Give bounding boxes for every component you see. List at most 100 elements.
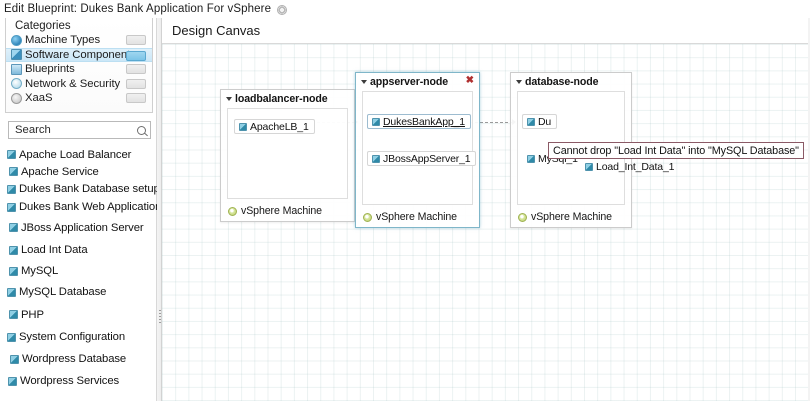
chevron-down-icon[interactable] bbox=[361, 79, 367, 84]
sidebar-item-xaas[interactable]: XaaS bbox=[6, 91, 152, 106]
sidebar-item-machine-types[interactable]: Machine Types bbox=[6, 33, 152, 48]
list-item[interactable]: Dukes Bank Database setup bbox=[0, 180, 160, 198]
component-icon bbox=[8, 376, 17, 386]
component-icon bbox=[7, 150, 16, 159]
component-icon bbox=[9, 310, 18, 319]
node-machine-label: vSphere Machine bbox=[531, 211, 612, 223]
list-item-label: Wordpress Database bbox=[22, 353, 127, 365]
list-item-label: Wordpress Services bbox=[20, 375, 120, 387]
globe-icon bbox=[11, 34, 22, 46]
category-count-badge bbox=[126, 78, 146, 89]
component-icon bbox=[7, 287, 16, 297]
drop-error-tooltip: Cannot drop "Load Int Data" into "MySQL … bbox=[548, 142, 804, 159]
component-icon bbox=[239, 122, 247, 131]
window-title-bar: Edit Blueprint: Dukes Bank Application F… bbox=[0, 0, 810, 18]
vsphere-machine-icon bbox=[228, 206, 237, 216]
cube-icon bbox=[11, 49, 22, 61]
node-title: appserver-node bbox=[370, 75, 449, 88]
sidebar-item-software-components[interactable]: Software Components bbox=[6, 47, 152, 62]
node-component-label: Du bbox=[538, 115, 552, 128]
chevron-down-icon[interactable] bbox=[226, 96, 232, 101]
sidebar-item-label: Machine Types bbox=[25, 34, 101, 47]
list-item[interactable]: Apache Service bbox=[0, 163, 155, 180]
list-item-label: JBoss Application Server bbox=[21, 221, 144, 234]
component-icon bbox=[372, 117, 380, 126]
sidebar-item-blueprints[interactable]: Blueprints bbox=[6, 62, 152, 77]
node-machine-footer: vSphere Machine bbox=[511, 207, 631, 227]
categories-title: Categories bbox=[15, 20, 71, 32]
category-count-badge bbox=[126, 93, 146, 103]
list-item[interactable]: MySQL Database bbox=[0, 281, 155, 303]
canvas-grid[interactable]: loadbalancer-node ApacheLB_1 vSphere Mac… bbox=[162, 44, 810, 404]
close-icon[interactable]: ✖ bbox=[465, 75, 474, 86]
list-item[interactable]: Dukes Bank Web Application bbox=[0, 198, 161, 216]
node-component-label: DukesBankApp_1 bbox=[383, 115, 465, 128]
dragged-component-label: Load_Int_Data_1 bbox=[596, 160, 675, 173]
canvas-title: Design Canvas bbox=[172, 23, 261, 38]
splitter-grip[interactable] bbox=[158, 310, 161, 324]
component-icon bbox=[372, 154, 380, 163]
sidebar-item-network-security[interactable]: Network & Security bbox=[6, 77, 152, 92]
gear-icon[interactable] bbox=[277, 5, 288, 15]
component-icon bbox=[7, 332, 16, 342]
list-item-label: Dukes Bank Web Application bbox=[19, 201, 162, 213]
node-body[interactable]: ApacheLB_1 bbox=[227, 108, 348, 199]
search-input[interactable] bbox=[9, 122, 135, 138]
node-header[interactable]: database-node bbox=[511, 73, 631, 90]
vsphere-machine-icon bbox=[363, 212, 372, 222]
list-item[interactable]: JBoss Application Server bbox=[0, 216, 155, 239]
window-right-edge bbox=[808, 18, 810, 404]
node-component-apachelb[interactable]: ApacheLB_1 bbox=[234, 119, 315, 134]
list-item[interactable]: System Configuration bbox=[0, 326, 155, 348]
list-item[interactable]: Load Int Data bbox=[0, 239, 155, 261]
component-icon bbox=[527, 117, 535, 126]
categories-panel: Categories Machine Types Software Compon… bbox=[5, 18, 153, 113]
left-sidebar: Categories Machine Types Software Compon… bbox=[0, 18, 161, 404]
list-item[interactable]: Wordpress Database bbox=[0, 348, 155, 370]
chevron-down-icon[interactable] bbox=[516, 79, 522, 84]
sidebar-item-label: XaaS bbox=[25, 92, 53, 105]
node-component-mysql-database[interactable]: Du bbox=[522, 114, 558, 129]
canvas-header: Design Canvas bbox=[162, 18, 810, 44]
dragged-component-load-int-data[interactable]: Load_Int_Data_1 bbox=[580, 159, 680, 174]
component-icon bbox=[9, 266, 18, 276]
component-icon bbox=[7, 184, 16, 194]
canvas-node-appserver[interactable]: appserver-node ✖ DukesBankApp_1 JBossApp… bbox=[355, 72, 480, 228]
list-item-label: System Configuration bbox=[19, 331, 125, 343]
component-icon bbox=[7, 202, 16, 212]
search-box[interactable] bbox=[8, 121, 151, 139]
component-icon bbox=[527, 154, 535, 163]
list-item-label: Dukes Bank Database setup bbox=[19, 183, 160, 195]
node-machine-footer: vSphere Machine bbox=[356, 207, 479, 227]
list-item-label: MySQL bbox=[21, 265, 59, 277]
node-component-label: JBossAppServer_1 bbox=[383, 152, 471, 165]
list-item-label: PHP bbox=[21, 308, 44, 321]
blueprint-icon bbox=[11, 63, 22, 75]
list-item-label: Apache Load Balancer bbox=[19, 148, 132, 161]
list-item-label: Load Int Data bbox=[21, 244, 88, 256]
canvas-node-loadbalancer[interactable]: loadbalancer-node ApacheLB_1 vSphere Mac… bbox=[220, 89, 355, 222]
node-title: database-node bbox=[525, 75, 599, 88]
node-component-dukesbankapp[interactable]: DukesBankApp_1 bbox=[367, 114, 471, 129]
list-item[interactable]: Apache Load Balancer bbox=[0, 146, 155, 163]
list-item[interactable]: Wordpress Services bbox=[0, 370, 155, 392]
page-title: Edit Blueprint: Dukes Bank Application F… bbox=[4, 3, 272, 15]
software-components-list[interactable]: Apache Load Balancer Apache Service Duke… bbox=[0, 144, 161, 402]
search-icon[interactable] bbox=[137, 125, 146, 135]
component-icon bbox=[585, 162, 593, 171]
shield-icon bbox=[11, 78, 22, 90]
list-item[interactable]: PHP bbox=[0, 303, 155, 326]
panel-splitter[interactable] bbox=[157, 18, 162, 404]
category-count-badge bbox=[126, 64, 146, 74]
node-component-label: ApacheLB_1 bbox=[250, 120, 309, 133]
component-icon bbox=[9, 223, 18, 232]
component-icon bbox=[10, 354, 19, 364]
node-header[interactable]: loadbalancer-node bbox=[221, 90, 354, 107]
node-machine-label: vSphere Machine bbox=[241, 205, 322, 217]
node-body[interactable]: DukesBankApp_1 JBossAppServer_1 bbox=[362, 91, 477, 205]
list-item-label: Apache Service bbox=[21, 165, 99, 178]
node-component-jbossappserver[interactable]: JBossAppServer_1 bbox=[367, 151, 477, 166]
node-machine-footer: vSphere Machine bbox=[221, 201, 354, 221]
node-header[interactable]: appserver-node ✖ bbox=[356, 73, 479, 90]
list-item[interactable]: MySQL bbox=[0, 261, 155, 281]
